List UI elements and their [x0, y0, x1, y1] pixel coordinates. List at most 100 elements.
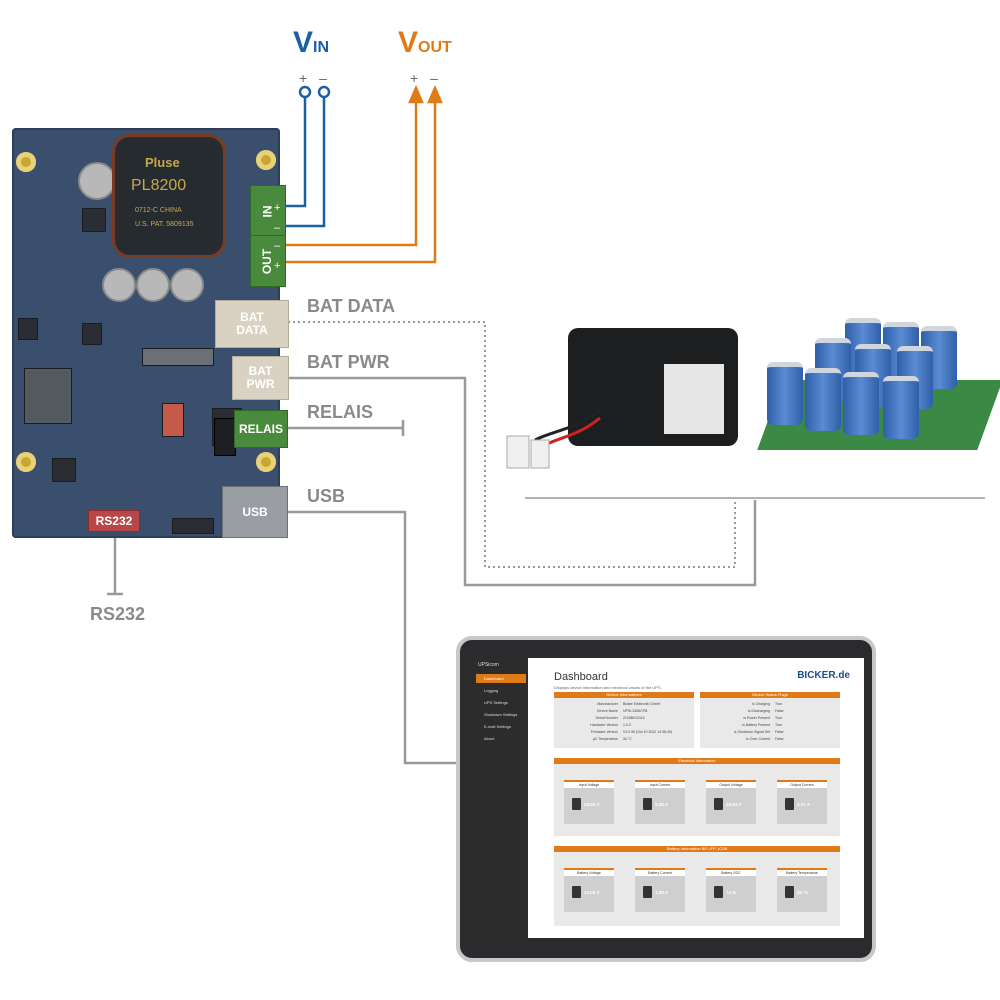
sidebar-item-email-settings[interactable]: E-mail Settings	[484, 724, 511, 729]
gauge-icon	[643, 798, 652, 810]
inductor-line2: U.S. PAT. 5809135	[135, 221, 194, 228]
tablet-screen: UPSicom Dashboard Logging UPS Settings S…	[474, 658, 864, 938]
tablet-device: UPSicom Dashboard Logging UPS Settings S…	[456, 636, 876, 962]
vin-label: VIN	[293, 26, 329, 60]
mounting-hole	[256, 452, 276, 472]
relais-wire	[288, 420, 405, 436]
bat-data-connector: BAT DATA	[215, 300, 289, 348]
sidebar-item-dashboard[interactable]: Dashboard	[476, 674, 526, 683]
ic-chip	[24, 368, 72, 424]
kv-key: is Discharging	[748, 709, 770, 713]
battery-icon	[714, 886, 723, 898]
card-value: 23.94 V	[584, 802, 600, 807]
card-title: Output Voltage	[706, 780, 756, 788]
rs232-label: RS232	[90, 604, 146, 624]
relais-connector-body	[214, 418, 236, 456]
sidebar: UPSicom Dashboard Logging UPS Settings S…	[474, 658, 528, 938]
card-title: Output Current	[777, 780, 827, 788]
supercap-array	[765, 318, 985, 468]
vout-wires	[284, 84, 443, 264]
output-voltage-card: Output Voltage 23.64 V	[706, 780, 756, 824]
kv-key: Firmware Version	[590, 730, 618, 734]
sidebar-item-shutdown-settings[interactable]: Shutdown Settings	[484, 712, 518, 717]
card-title: Input Current	[635, 780, 685, 788]
page-title: Dashboard	[554, 671, 608, 683]
sidebar-item-about[interactable]: About	[484, 736, 495, 741]
rs232-connector-label: RS232	[95, 513, 133, 528]
device-info-panel: Device Informations Manufacturer Bicker …	[554, 692, 694, 748]
kv-row: is Shutdown Signal Set False	[704, 730, 784, 734]
vin-wires	[284, 85, 331, 228]
vin-polarity: + –	[299, 70, 327, 86]
capacitor	[170, 268, 204, 302]
ic-chip	[162, 403, 184, 437]
ic-chip	[52, 458, 76, 482]
kv-key: is Shutdown Signal Set	[734, 730, 770, 734]
kv-value: 2106B010116	[622, 716, 645, 720]
out-connector: OUT	[250, 235, 286, 287]
vout-label: VOUT	[398, 26, 452, 60]
out-plus: +	[274, 260, 281, 272]
kv-value: UPSI-2406CPB	[622, 709, 648, 713]
kv-value: True	[774, 716, 783, 720]
kv-key: is Over Current	[746, 737, 770, 741]
sidebar-item-ups-settings[interactable]: UPS Settings	[484, 700, 508, 705]
kv-value: False	[774, 709, 784, 713]
rs232-connector: RS232	[88, 510, 140, 532]
kv-key: is Power Present	[743, 716, 770, 720]
electrical-header: Electrical Information	[554, 758, 840, 764]
card-title: Battery SOC	[706, 868, 756, 876]
battery-soc-card: Battery SOC 74 %	[706, 868, 756, 912]
kv-row: is Discharging False	[704, 709, 784, 713]
kv-value: False	[774, 737, 784, 741]
bat-pwr-label: BAT PWR	[307, 352, 390, 372]
relais-connector-label: RELAIS	[238, 421, 283, 436]
battery-temperature-card: Battery Temperature 25 °C	[777, 868, 827, 912]
power-inductor: Pluse PL8200 0712-C CHINA U.S. PAT. 5809…	[112, 134, 226, 258]
kv-value: V2.0.95 (Oct 10 2022 14:38:49)	[622, 730, 673, 734]
bat-data-label: BAT DATA	[307, 296, 395, 316]
capacitor	[102, 268, 136, 302]
status-flags-panel: Device Status Flags is Charging True is …	[700, 692, 840, 748]
input-voltage-card: Input Voltage 23.94 V	[564, 780, 614, 824]
rs232-wire	[107, 538, 123, 596]
kv-key: is Battery Present	[742, 723, 770, 727]
inductor-line1: 0712-C CHINA	[135, 207, 182, 214]
kv-row: Firmware Version V2.0.95 (Oct 10 2022 14…	[558, 730, 690, 734]
kv-row: is Charging True	[704, 702, 782, 706]
battery-pack	[568, 328, 738, 446]
gauge-icon	[785, 798, 794, 810]
kv-key: is Charging	[752, 702, 770, 706]
ic-chip	[82, 208, 106, 232]
vout-polarity: + –	[410, 70, 438, 86]
battery-icon	[572, 886, 581, 898]
card-value: 74 %	[726, 890, 737, 895]
kv-key: Device Name	[596, 709, 618, 713]
battery-panel: Battery Information BP-LFP-1C0B Battery …	[554, 846, 840, 926]
battery-voltage-card: Battery Voltage 13.05 V	[564, 868, 614, 912]
card-value: 25 °C	[797, 890, 809, 895]
mounting-hole	[256, 150, 276, 170]
relais-connector: RELAIS	[234, 410, 288, 448]
vin-sub: IN	[313, 39, 330, 56]
bat-pwr-wire	[288, 376, 757, 587]
output-current-card: Output Current 4.37 A	[777, 780, 827, 824]
supercapacitor	[883, 376, 919, 439]
sidebar-item-logging[interactable]: Logging	[484, 688, 499, 693]
out-minus: –	[274, 240, 281, 252]
supercapacitor	[843, 372, 879, 435]
card-value: 13.05 V	[584, 890, 600, 895]
gauge-icon	[572, 798, 581, 810]
in-minus: –	[274, 222, 281, 234]
vin-plus: +	[299, 70, 308, 86]
vout-minus: –	[430, 70, 438, 86]
capacitor	[78, 162, 116, 200]
card-title: Battery Current	[635, 868, 685, 876]
vin-main: V	[293, 26, 314, 59]
page-subtitle: Displays device information and electric…	[554, 685, 662, 690]
out-connector-label: OUT	[260, 248, 275, 274]
mounting-hole	[16, 152, 36, 172]
kv-row: is Battery Present True	[704, 723, 782, 727]
vout-sub: OUT	[418, 39, 452, 56]
vin-minus: –	[319, 70, 327, 86]
